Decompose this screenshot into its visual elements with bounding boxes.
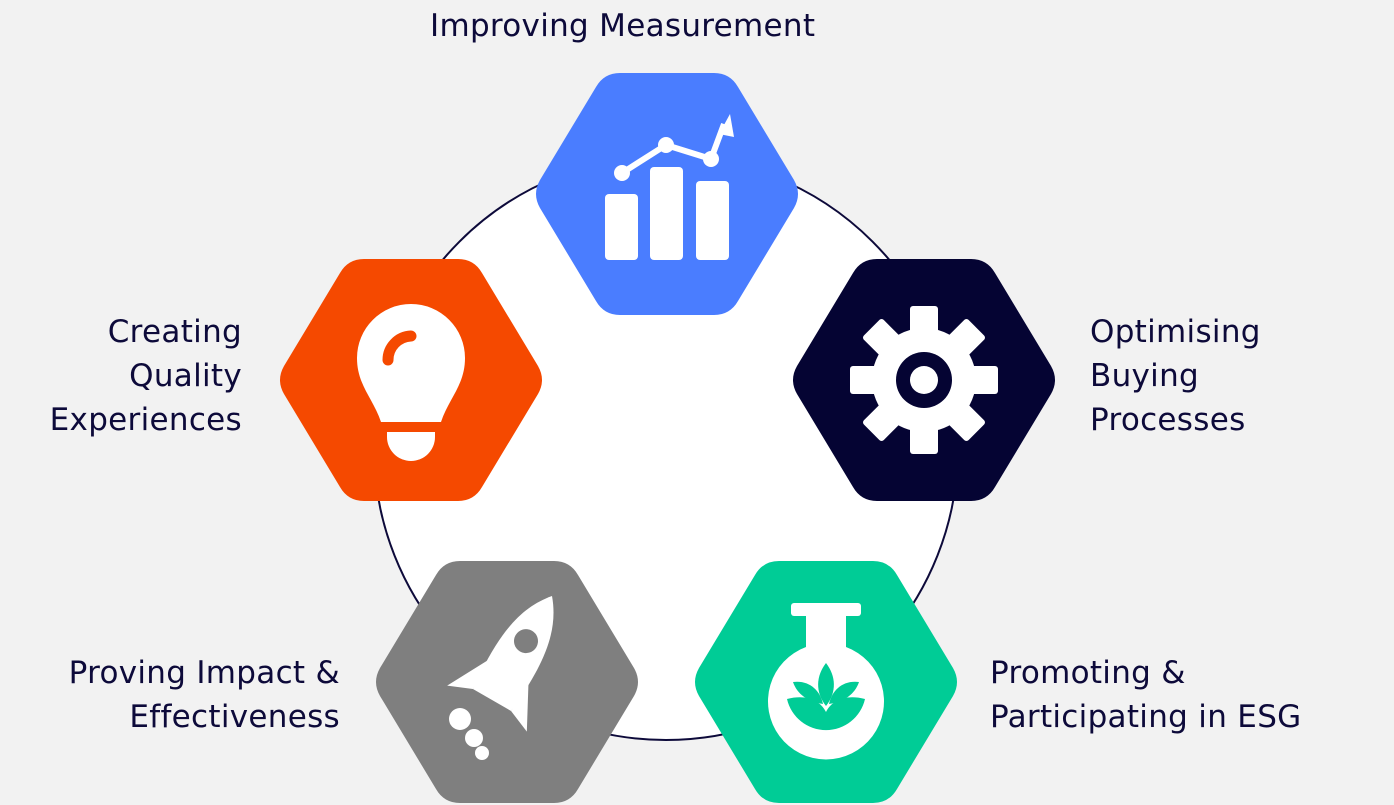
label-improving-measurement: Improving Measurement xyxy=(430,4,815,48)
label-creating-quality-experiences: Creating Quality Experiences xyxy=(50,310,242,442)
hexagon-measurement xyxy=(536,73,798,315)
label-line: Quality xyxy=(129,358,242,394)
label-line: Effectiveness xyxy=(129,699,340,735)
label-line: Proving Impact & xyxy=(68,655,340,691)
lightbulb-icon xyxy=(357,304,465,461)
label-proving-impact-effectiveness: Proving Impact & Effectiveness xyxy=(69,651,340,739)
label-line: Experiences xyxy=(49,402,242,438)
label-line: Improving Measurement xyxy=(430,8,816,44)
label-optimising-buying-processes: Optimising Buying Processes xyxy=(1090,310,1261,442)
label-line: Promoting & xyxy=(990,655,1186,691)
label-line: Optimising xyxy=(1090,314,1261,350)
hexagon-impact xyxy=(376,561,638,803)
rocket-icon xyxy=(447,596,554,760)
label-line: Participating in ESG xyxy=(990,699,1302,735)
gear-icon xyxy=(850,306,998,454)
label-line: Creating xyxy=(107,314,242,350)
label-line: Buying xyxy=(1090,358,1199,394)
hexagon-esg xyxy=(695,561,957,803)
hexagon-experiences xyxy=(280,259,542,501)
bar-chart-trend-icon xyxy=(605,114,734,260)
flask-leaf-icon xyxy=(768,603,884,760)
label-promoting-participating-esg: Promoting & Participating in ESG xyxy=(990,651,1302,739)
label-line: Processes xyxy=(1090,402,1246,438)
hexagon-buying xyxy=(793,259,1055,501)
